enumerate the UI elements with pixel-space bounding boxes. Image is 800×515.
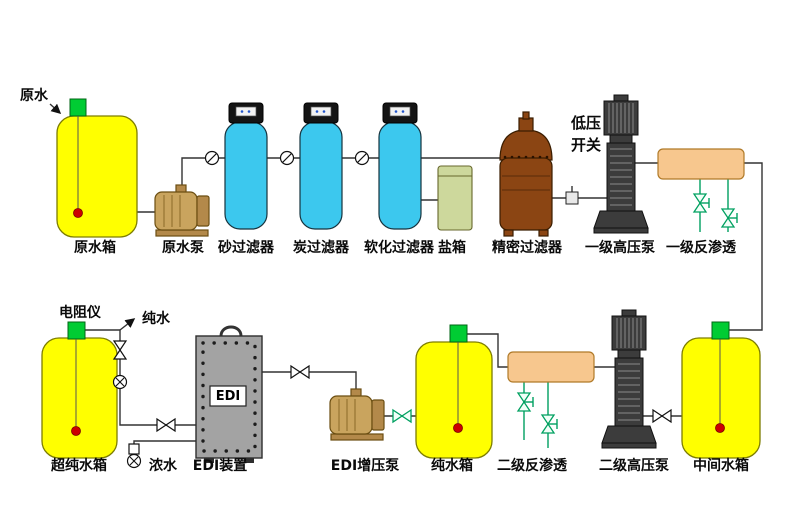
sand-filter xyxy=(224,102,268,230)
pure-water-tank xyxy=(415,324,493,459)
label-intermediate-tank: 中间水箱 xyxy=(693,457,749,474)
level-indicator-icon xyxy=(73,208,83,218)
needle-valve-icon xyxy=(721,208,738,228)
raw-water-tank xyxy=(56,98,138,238)
valve-icon xyxy=(290,365,310,379)
label-softener-filter: 软化过滤器 xyxy=(364,239,435,256)
edi-nameplate: EDI xyxy=(216,389,241,404)
sample-valve-icon xyxy=(354,150,370,166)
level-indicator-icon xyxy=(715,423,725,433)
edi-booster-pump xyxy=(329,388,385,441)
valve-icon xyxy=(156,418,176,432)
label-low-pressure-switch-1: 低压 xyxy=(570,114,601,132)
stage1-ro-membrane xyxy=(657,148,745,180)
label-stage1-ro: 一级反渗透 xyxy=(666,239,737,256)
tank-cap xyxy=(69,98,87,117)
label-carbon-filter: 炭过滤器 xyxy=(293,239,350,256)
label-concentrate: 浓水 xyxy=(149,457,178,474)
resistivity-probe-cap xyxy=(67,321,86,340)
precision-filter xyxy=(499,111,553,237)
salt-tank xyxy=(437,165,473,231)
pipe-ro2-product xyxy=(467,333,508,368)
stage1-hp-pump xyxy=(593,94,649,234)
needle-valve-icon xyxy=(541,414,558,434)
tank-cap xyxy=(711,321,730,340)
sample-valve-icon xyxy=(279,150,295,166)
edi-handle xyxy=(219,325,243,337)
flow-meter-icon xyxy=(112,374,128,390)
label-edi-booster-pump: EDI增压泵 xyxy=(331,457,399,474)
tank-cap xyxy=(449,324,468,343)
pure-water-outlet-arrow xyxy=(119,318,136,331)
low-pressure-switch xyxy=(565,186,579,205)
label-salt-tank: 盐箱 xyxy=(438,239,466,256)
raw-water-inlet-arrow xyxy=(49,103,62,114)
needle-valve-icon xyxy=(693,193,710,213)
stage2-hp-pump xyxy=(601,309,657,449)
intermediate-water-tank xyxy=(681,321,761,459)
drain-fitting-icon xyxy=(128,443,140,455)
needle-valve-icon xyxy=(517,392,534,412)
labels: 原水 原水箱 原水泵 砂过滤器 炭过滤器 软化过滤器 盐箱 精密过滤器 低压 开… xyxy=(20,87,749,474)
label-raw-water: 原水 xyxy=(20,87,49,104)
pressure-switch-icon xyxy=(565,191,579,205)
raw-water-pump xyxy=(154,184,210,237)
label-stage1-hp-pump: 一级高压泵 xyxy=(585,239,655,256)
label-stage2-ro: 二级反渗透 xyxy=(497,457,568,474)
label-precision-filter: 精密过滤器 xyxy=(492,239,563,256)
label-pure-water-tank: 纯水箱 xyxy=(431,457,473,474)
green-valve-icon xyxy=(392,409,412,423)
flow-meter-icon xyxy=(126,453,142,469)
sample-valve-icon xyxy=(204,150,220,166)
label-pure-water: 纯水 xyxy=(142,310,171,327)
edi-rivets xyxy=(201,341,257,453)
valve-icon xyxy=(652,409,672,423)
ultrapure-water-tank xyxy=(41,321,118,459)
label-raw-water-pump: 原水泵 xyxy=(162,239,204,256)
carbon-filter xyxy=(299,102,343,230)
label-raw-water-tank: 原水箱 xyxy=(74,239,116,256)
label-low-pressure-switch-2: 开关 xyxy=(571,136,601,154)
pipe-ro1-product xyxy=(729,162,763,331)
label-ultrapure-tank: 超纯水箱 xyxy=(50,457,107,474)
edi-unit: EDI xyxy=(195,325,263,463)
stage2-ro-membrane xyxy=(507,351,595,383)
label-edi-unit: EDI装置 xyxy=(193,457,247,474)
label-sand-filter: 砂过滤器 xyxy=(217,239,275,256)
level-indicator-icon xyxy=(453,423,463,433)
level-indicator-icon xyxy=(71,426,81,436)
label-resistivity-meter: 电阻仪 xyxy=(59,304,102,321)
label-stage2-hp-pump: 二级高压泵 xyxy=(599,457,669,474)
softener-filter xyxy=(378,102,422,230)
